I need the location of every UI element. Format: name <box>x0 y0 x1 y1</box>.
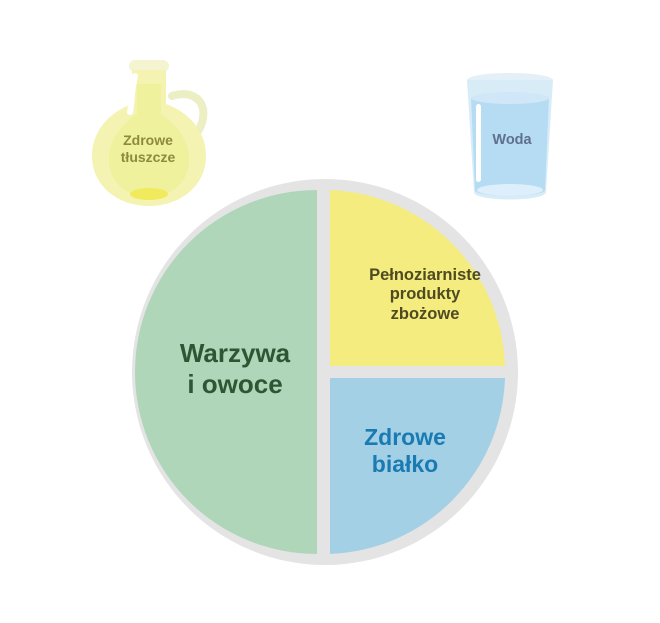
grains-label: Pełnoziarniste produkty zbożowe <box>325 266 525 324</box>
water-glass-label: Woda <box>470 132 554 149</box>
water-glass-icon <box>467 73 553 200</box>
vegetables-label-line2: i owoce <box>187 368 283 399</box>
protein-label-line1: Zdrowe <box>364 424 446 450</box>
oil-bottle-icon <box>92 60 208 206</box>
grains-label-line3: zbożowe <box>390 304 460 323</box>
vegetables-section <box>135 190 317 554</box>
oil-bottle-label-line1: Zdrowe <box>123 132 173 148</box>
grains-section <box>330 190 505 366</box>
grains-label-line2: produkty <box>389 285 461 304</box>
vegetables-label: Warzywa i owoce <box>150 338 320 399</box>
vegetables-label-line1: Warzywa <box>179 338 291 368</box>
grains-label-line1: Pełnoziarniste <box>369 266 481 284</box>
protein-section <box>330 378 505 554</box>
protein-label-line2: białko <box>371 451 439 478</box>
protein-label: Zdrowe białko <box>330 424 480 478</box>
water-glass-label-text: Woda <box>492 132 532 148</box>
oil-bottle-label: Zdrowe tłuszcze <box>100 132 196 165</box>
oil-bottle-label-line2: tłuszcze <box>120 148 176 165</box>
